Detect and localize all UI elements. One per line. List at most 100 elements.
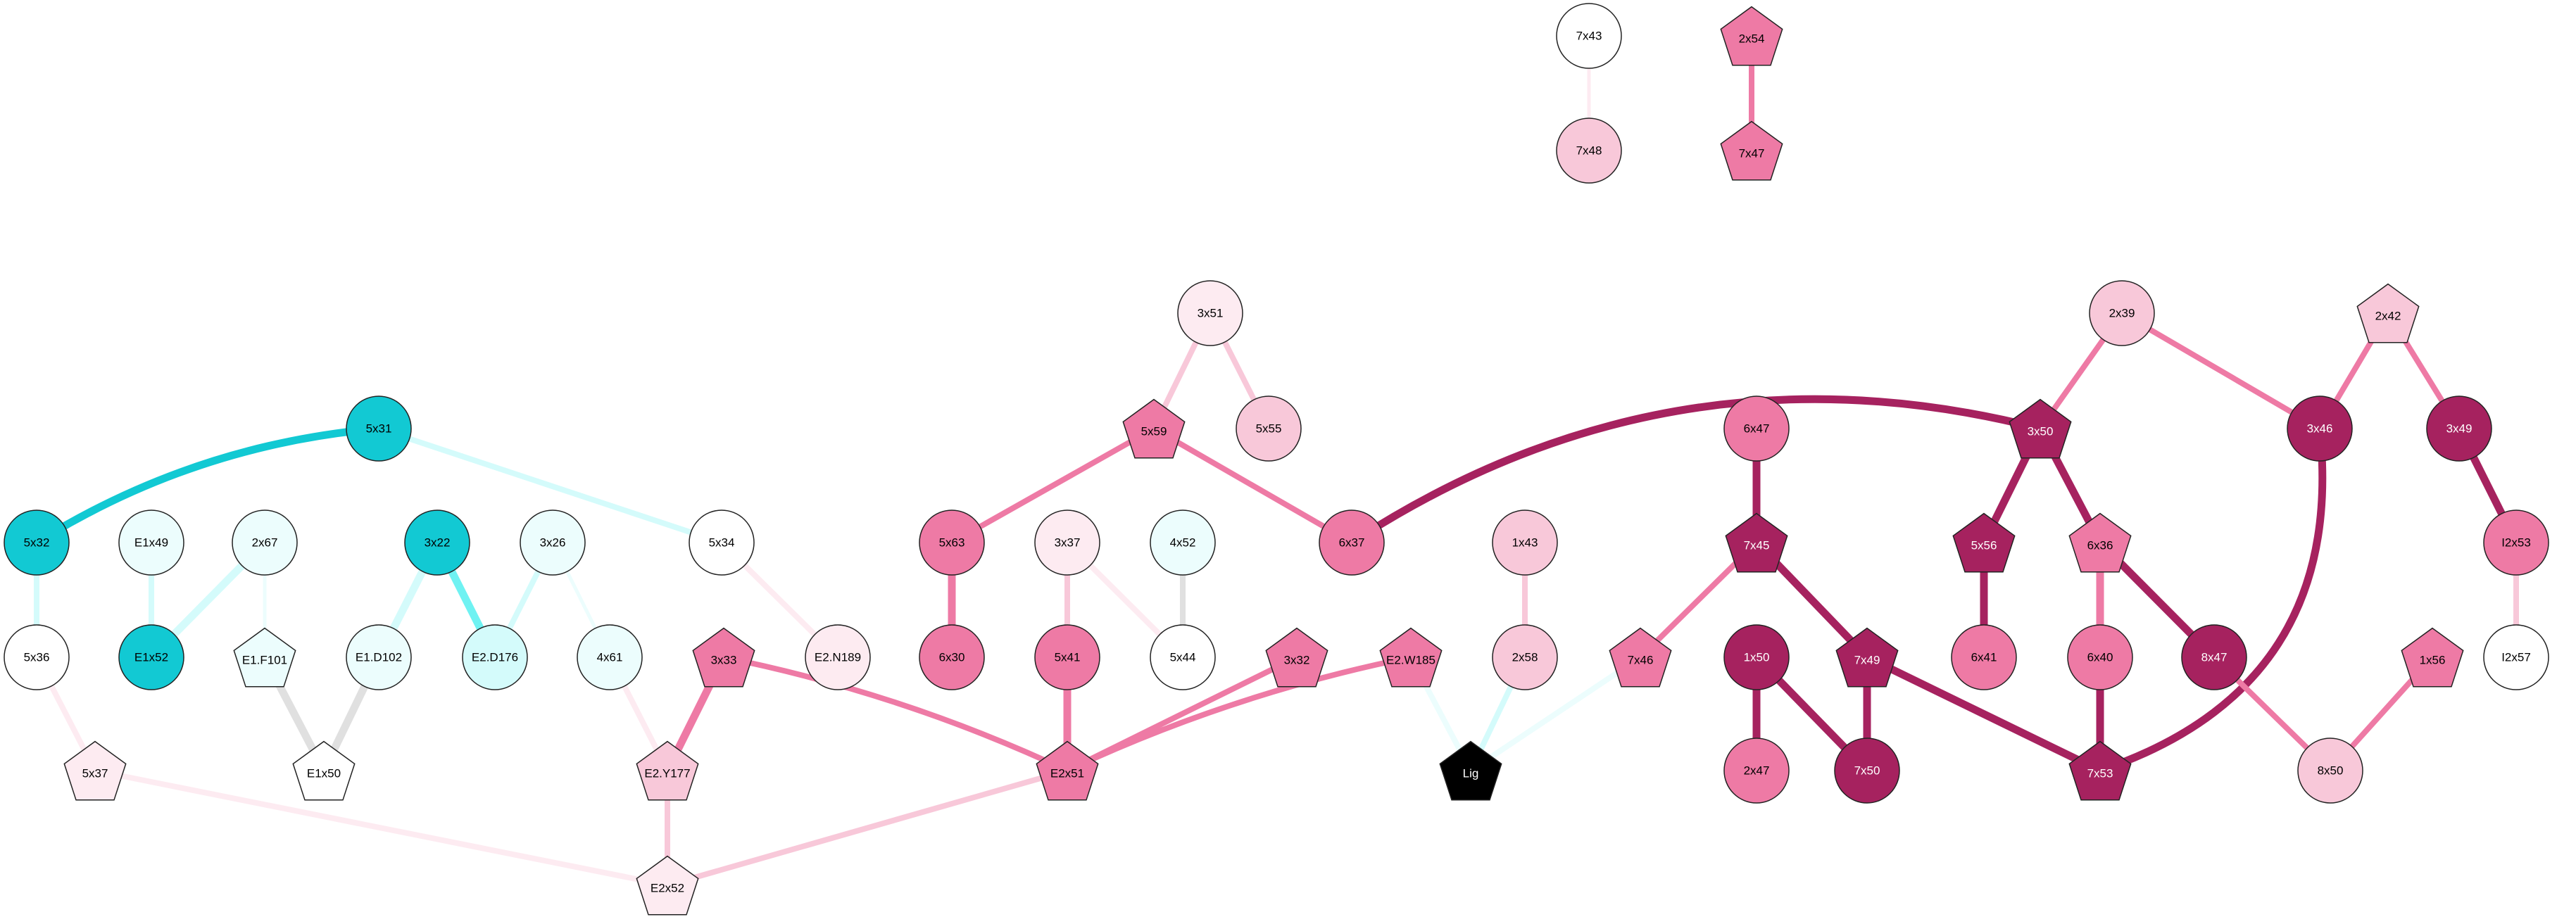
node-pentagon-shape <box>1720 6 1783 66</box>
node-label: 1x43 <box>1512 536 1538 550</box>
node-6x37[interactable]: 6x37 <box>1319 510 1385 576</box>
node-e1x52[interactable]: E1x52 <box>118 624 184 690</box>
node-3x50[interactable]: 3x50 <box>2009 398 2072 459</box>
node-7x50[interactable]: 7x50 <box>1834 738 1900 804</box>
node-e2x51[interactable]: E2x51 <box>1036 740 1099 801</box>
node-5x34[interactable]: 5x34 <box>689 510 755 576</box>
node-label: 3x50 <box>2028 425 2054 438</box>
edges-layer <box>32 33 2520 888</box>
node-5x32[interactable]: 5x32 <box>4 510 70 576</box>
node-5x36[interactable]: 5x36 <box>4 624 70 690</box>
node-e2-w185[interactable]: E2.W185 <box>1379 627 1443 688</box>
node-e2-y177[interactable]: E2.Y177 <box>636 740 699 801</box>
node-5x37[interactable]: 5x37 <box>63 740 127 801</box>
node-circle-shape <box>346 395 412 462</box>
node-3x37[interactable]: 3x37 <box>1034 510 1100 576</box>
node-7x46[interactable]: 7x46 <box>1609 627 1672 688</box>
edge-e2x51-e2x52 <box>665 768 1070 888</box>
node-pentagon-shape <box>1835 627 1899 688</box>
node-7x43[interactable]: 7x43 <box>1556 3 1622 69</box>
node-3x51[interactable]: 3x51 <box>1177 280 1243 346</box>
edge-7x46-lig <box>1468 654 1643 773</box>
node-7x47[interactable]: 7x47 <box>1720 120 1783 181</box>
node-label: Lig <box>1463 767 1479 780</box>
node-circle-shape <box>1834 738 1900 804</box>
node-5x59[interactable]: 5x59 <box>1122 398 1186 459</box>
node-8x50[interactable]: 8x50 <box>2297 738 2363 804</box>
node-3x22[interactable]: 3x22 <box>404 510 470 576</box>
node-label: 6x40 <box>2087 651 2113 664</box>
node-3x33[interactable]: 3x33 <box>692 627 755 688</box>
node-4x61[interactable]: 4x61 <box>577 624 643 690</box>
node-i2x57[interactable]: I2x57 <box>2483 624 2549 690</box>
node-e1-d102[interactable]: E1.D102 <box>346 624 412 690</box>
node-label: 8x47 <box>2201 651 2228 664</box>
node-circle-shape <box>1150 510 1216 576</box>
node-circle-shape <box>1723 738 1790 804</box>
node-e2x52[interactable]: E2x52 <box>636 855 699 916</box>
node-label: 6x30 <box>939 651 965 664</box>
node-label: 5x55 <box>1256 422 1282 436</box>
node-label: 7x48 <box>1576 144 1602 158</box>
node-label: E2x51 <box>1050 767 1084 780</box>
node-5x63[interactable]: 5x63 <box>919 510 985 576</box>
node-e1x49[interactable]: E1x49 <box>118 510 184 576</box>
node-e1x50[interactable]: E1x50 <box>292 740 356 801</box>
node-7x49[interactable]: 7x49 <box>1835 627 1899 688</box>
node-3x49[interactable]: 3x49 <box>2426 395 2492 462</box>
node-label: 7x53 <box>2087 767 2113 780</box>
node-e2-d176[interactable]: E2.D176 <box>462 624 528 690</box>
node-circle-shape <box>232 510 298 576</box>
node-circle-shape <box>2067 624 2133 690</box>
node-5x55[interactable]: 5x55 <box>1236 395 1302 462</box>
node-label: 7x45 <box>1744 539 1770 552</box>
node-label: 3x33 <box>711 654 737 667</box>
node-lig[interactable]: Lig <box>1439 740 1502 801</box>
node-6x30[interactable]: 6x30 <box>919 624 985 690</box>
node-2x54[interactable]: 2x54 <box>1720 6 1783 66</box>
node-label: 2x42 <box>2375 310 2401 323</box>
edge-5x31-5x34 <box>376 426 724 545</box>
node-i2x53[interactable]: I2x53 <box>2483 510 2549 576</box>
node-e2-n189[interactable]: E2.N189 <box>805 624 871 690</box>
node-1x50[interactable]: 1x50 <box>1723 624 1790 690</box>
node-2x39[interactable]: 2x39 <box>2089 280 2155 346</box>
node-label: 1x50 <box>1744 651 1770 664</box>
node-pentagon-shape <box>1122 398 1186 459</box>
node-1x56[interactable]: 1x56 <box>2401 627 2464 688</box>
node-5x56[interactable]: 5x56 <box>1952 512 2016 573</box>
node-5x44[interactable]: 5x44 <box>1150 624 1216 690</box>
node-6x36[interactable]: 6x36 <box>2068 512 2132 573</box>
node-label: 2x67 <box>252 536 278 550</box>
node-7x53[interactable]: 7x53 <box>2068 740 2132 801</box>
node-6x47[interactable]: 6x47 <box>1723 395 1790 462</box>
node-circle-shape <box>919 510 985 576</box>
node-5x31[interactable]: 5x31 <box>346 395 412 462</box>
node-6x40[interactable]: 6x40 <box>2067 624 2133 690</box>
node-6x41[interactable]: 6x41 <box>1951 624 2017 690</box>
node-e1-f101[interactable]: E1.F101 <box>233 627 296 688</box>
node-3x26[interactable]: 3x26 <box>520 510 586 576</box>
node-label: 8x50 <box>2318 764 2344 778</box>
node-circle-shape <box>1556 3 1622 69</box>
node-5x41[interactable]: 5x41 <box>1034 624 1100 690</box>
node-pentagon-shape <box>2401 627 2464 688</box>
node-4x52[interactable]: 4x52 <box>1150 510 1216 576</box>
node-2x67[interactable]: 2x67 <box>232 510 298 576</box>
node-3x32[interactable]: 3x32 <box>1265 627 1328 688</box>
node-2x58[interactable]: 2x58 <box>1492 624 1558 690</box>
node-7x48[interactable]: 7x48 <box>1556 118 1622 184</box>
node-8x47[interactable]: 8x47 <box>2181 624 2247 690</box>
node-pentagon-shape <box>1952 512 2016 573</box>
edge-5x59-6x37 <box>1151 426 1355 545</box>
edge-3x33-e2x51 <box>721 654 1070 773</box>
node-circle-shape <box>346 624 412 690</box>
node-2x47[interactable]: 2x47 <box>1723 738 1790 804</box>
node-pentagon-shape <box>1265 627 1328 688</box>
node-7x45[interactable]: 7x45 <box>1725 512 1788 573</box>
node-3x46[interactable]: 3x46 <box>2287 395 2353 462</box>
node-pentagon-shape <box>1439 740 1502 801</box>
node-2x42[interactable]: 2x42 <box>2356 283 2420 343</box>
node-1x43[interactable]: 1x43 <box>1492 510 1558 576</box>
node-label: 5x63 <box>939 536 965 550</box>
